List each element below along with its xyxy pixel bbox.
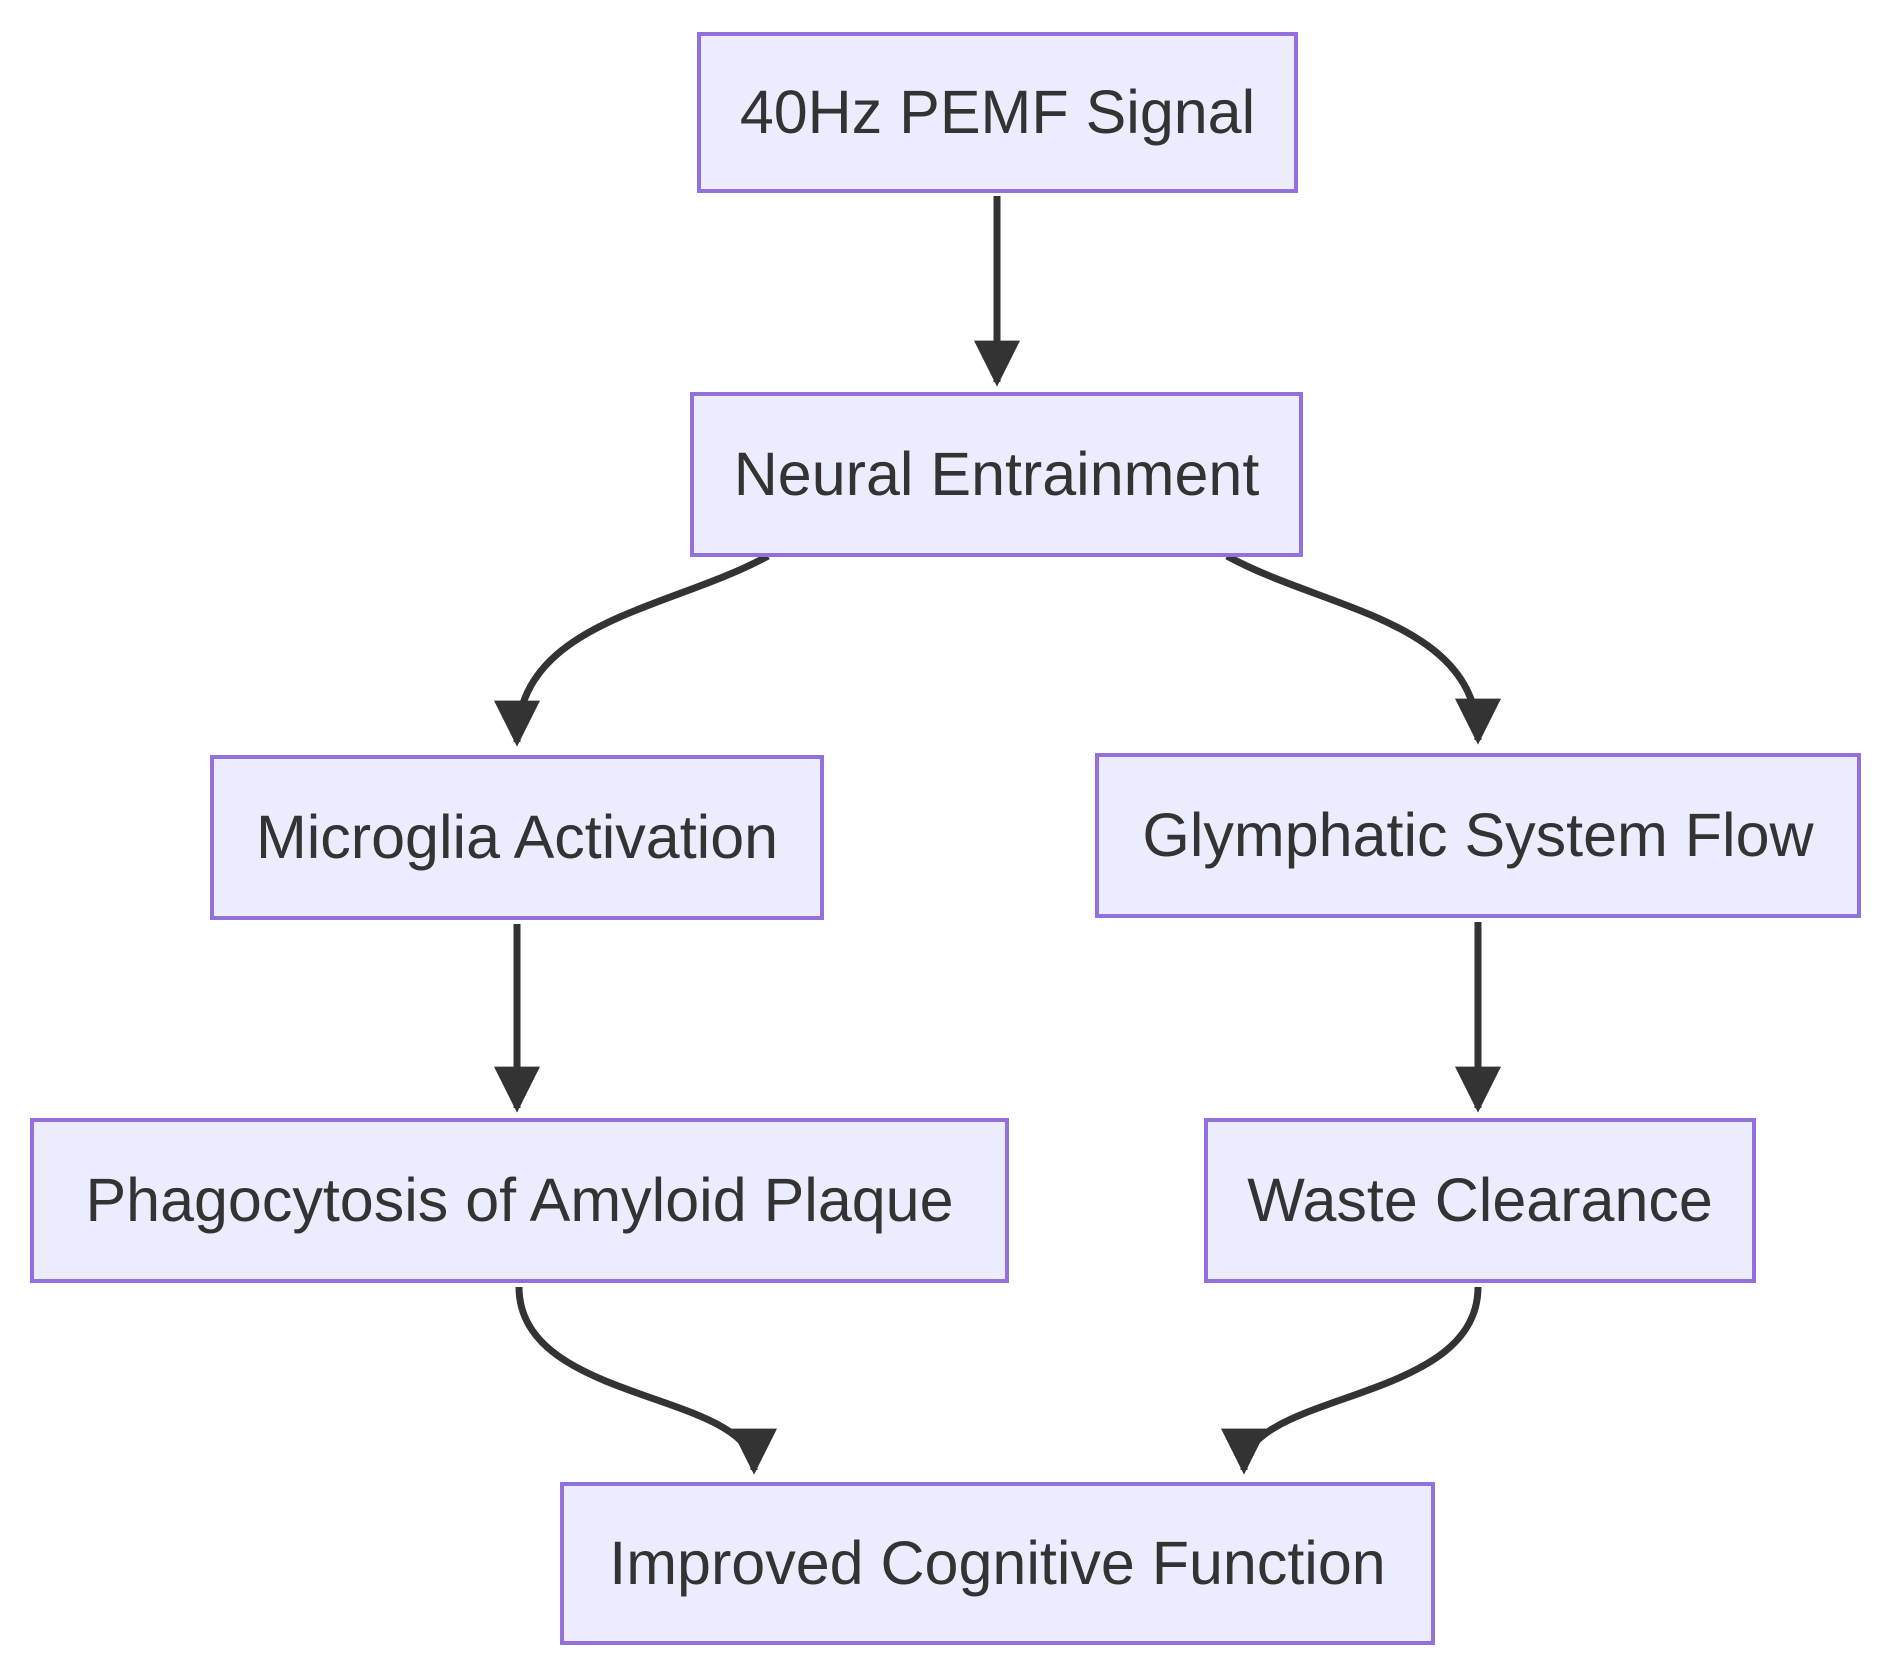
node-neural-entrainment: Neural Entrainment (690, 392, 1303, 557)
edge-neural-entrainment-to-microglia-activation (494, 552, 770, 747)
node-glymphatic-system-flow: Glymphatic System Flow (1095, 753, 1861, 918)
node-phagocytosis-of-amyloid-plaque: Phagocytosis of Amyloid Plaque (30, 1118, 1009, 1283)
node-improved-cognitive-function-label: Improved Cognitive Function (609, 1529, 1386, 1598)
node-waste-clearance: Waste Clearance (1204, 1118, 1756, 1283)
edge-neural-entrainment-to-glymphatic-flow (1225, 552, 1501, 745)
node-phagocytosis-of-amyloid-plaque-label: Phagocytosis of Amyloid Plaque (85, 1166, 954, 1235)
node-microglia-activation-label: Microglia Activation (255, 803, 779, 872)
node-improved-cognitive-function: Improved Cognitive Function (560, 1482, 1435, 1645)
node-waste-clearance-label: Waste Clearance (1247, 1166, 1713, 1235)
node-40hz-pemf-signal-label: 40Hz PEMF Signal (739, 78, 1256, 147)
edge-phagocytosis-to-improved-cognition (515, 1286, 777, 1475)
node-glymphatic-system-flow-label: Glymphatic System Flow (1142, 801, 1814, 870)
edge-waste-clearance-to-improved-cognition (1221, 1286, 1482, 1475)
node-microglia-activation: Microglia Activation (210, 755, 824, 920)
node-neural-entrainment-label: Neural Entrainment (733, 440, 1260, 509)
node-40hz-pemf-signal: 40Hz PEMF Signal (697, 32, 1298, 193)
